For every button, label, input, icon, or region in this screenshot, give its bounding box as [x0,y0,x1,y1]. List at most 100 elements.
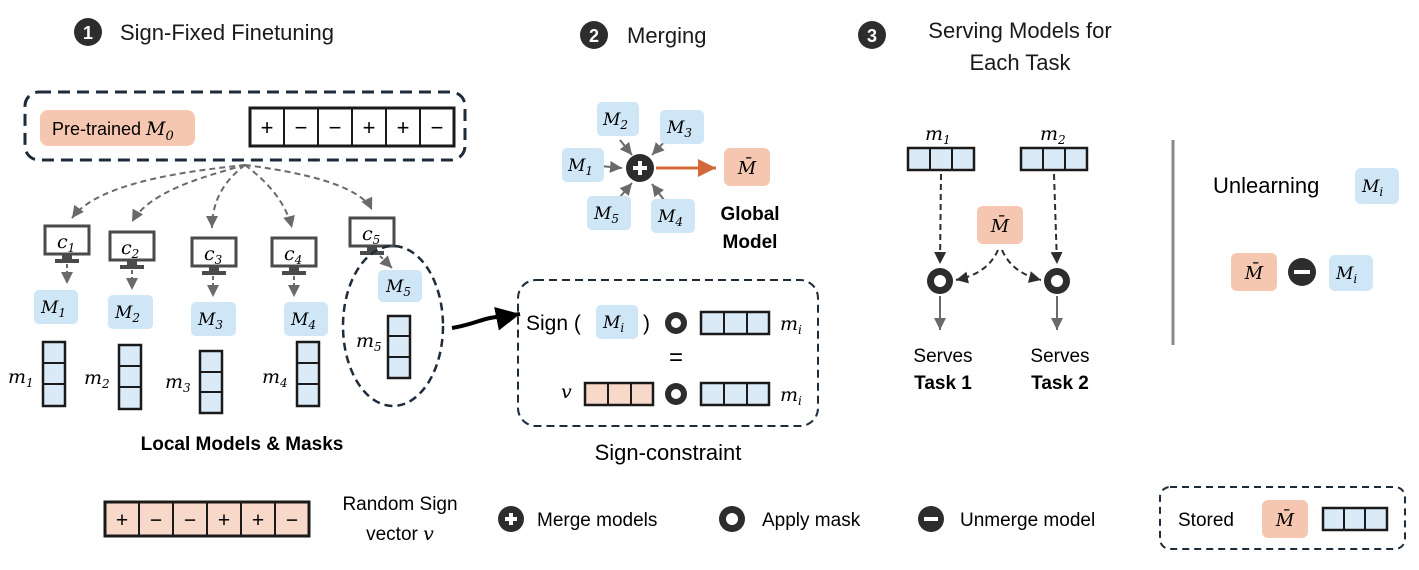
mask-label: m2 [84,367,110,391]
local-models-caption: Local Models & Masks [141,434,344,455]
sign-model-box [596,305,638,339]
step-3-title: 3 Serving Models for Each Task [858,18,1112,75]
legend-random-sign-vector: + − − + + − [103,500,311,538]
sign-cell: − [286,509,298,532]
stored-mask-vector [1321,506,1389,532]
step-1-badge [74,18,102,46]
mask-vector-vertical [41,340,67,408]
client-label: c1 [57,231,75,255]
unlearning-global-label: M̄ [1244,261,1264,284]
stored-global-label: M̄ [1275,508,1295,531]
serving-panel: m1 m2 M̄ Serves Task 1 Serves Task 2 [906,123,1090,394]
monitor-icon [190,236,238,275]
unlearning-model-label: Mi [1335,264,1357,286]
client-4: c4 M4 m4 [262,236,328,408]
mask-vector-vertical [295,340,321,408]
client-1: c1 M1 m1 [8,224,91,408]
global-model-caption-1: Global [720,204,779,225]
local-model-box [378,270,422,302]
client-label: c2 [121,237,139,261]
local-model-box [34,290,78,324]
apply-mask-icon [665,383,687,405]
legend-random-sign-label-2: vector v [366,523,434,545]
client-label: c4 [284,243,302,267]
mask-vector-horizontal [906,146,976,172]
merging-graph: M2 M3 M1 M5 M4 M̄ Global Model [562,102,780,253]
legend-random-sign-label-1: Random Sign [342,494,457,515]
apply-mask-icon [665,312,687,334]
global-model-caption-2: Model [723,232,778,253]
client-2: c2 M2 m2 [84,230,156,411]
local-model-label: M1 [40,298,66,320]
local-model-label: M5 [385,277,411,299]
merge-plus-icon [626,154,654,182]
sign-constraint-box [517,279,819,427]
merge-input-model [597,102,639,136]
sign-close-paren: ) [643,312,650,335]
random-sign-var: v [561,381,572,403]
local-model-label: M2 [114,303,140,325]
apply-mask-icon [927,268,953,294]
mask-vector-vertical [386,314,412,380]
step-3-number: 3 [867,26,877,46]
monitor-icon [108,230,156,269]
sign-cell: + [397,115,410,140]
serves-label: Serves [913,346,972,367]
stored-global-box [1262,500,1308,538]
step-2-number: 2 [589,26,599,46]
sign-model-label: Mi [602,313,624,335]
mask-label: m1 [8,366,34,390]
mask-vector-vertical [117,343,143,411]
serves-label: Serves [1030,346,1089,367]
monitor-icon [270,236,318,275]
pretrained-label: Pre-trained M0 [52,118,174,144]
unmerge-minus-icon [1288,258,1316,286]
client-5-highlight [341,244,445,408]
step-1-label: Sign-Fixed Finetuning [120,20,334,45]
mask-vector-horizontal [1019,146,1089,172]
random-sign-vector-small [583,381,655,407]
local-model-label: M4 [290,310,316,332]
task-label: Task 1 [914,373,972,394]
unlearning-panel: Unlearning Mi M̄ Mi [1213,168,1399,291]
merge-input-label: M5 [593,204,619,226]
merge-input-model [660,110,704,144]
unlearning-model-box [1355,168,1399,204]
equals-sign: = [669,344,683,371]
legend-unmerge-label: Unmerge model [960,510,1095,531]
unlearning-model-box [1329,255,1373,291]
sign-constraint-caption: Sign-constraint [595,440,742,465]
stored-box [1159,486,1406,550]
merge-input-model [562,148,604,182]
global-model-label: M̄ [737,156,757,179]
unlearning-label: Unlearning [1213,173,1319,198]
mask-label: m4 [262,366,288,390]
mask-label: mi [780,313,802,337]
mask-vector-horizontal [699,381,771,407]
local-model-box [191,302,236,336]
serving-mask-label: m1 [925,123,951,147]
serving-global-box [977,206,1023,244]
sign-cell: − [329,115,342,140]
serving-mask-label: m2 [1040,123,1066,147]
mask-label: m5 [356,330,382,354]
legend: + − − + + − Random Sign vector v Merge m… [103,486,1406,550]
step-3-label-line2: Each Task [969,50,1071,75]
legend-merge-label: Merge models [537,510,657,531]
sign-cell: − [184,509,196,532]
local-model-box [284,302,328,336]
client-5: c5 M5 m5 [341,216,445,408]
monitor-icon [43,224,91,263]
sign-cell: − [431,115,444,140]
legend-apply-label: Apply mask [762,510,861,531]
local-model-box [108,295,153,329]
pretrained-model-box [40,110,195,146]
task-label: Task 2 [1031,373,1089,394]
local-model-label: M3 [197,310,223,332]
merge-input-model [587,196,631,230]
mask-label: m3 [165,371,191,395]
apply-mask-icon [1044,268,1070,294]
step-1-title: 1 Sign-Fixed Finetuning [74,18,334,46]
apply-mask-icon [719,506,745,532]
step-3-badge [858,21,886,49]
